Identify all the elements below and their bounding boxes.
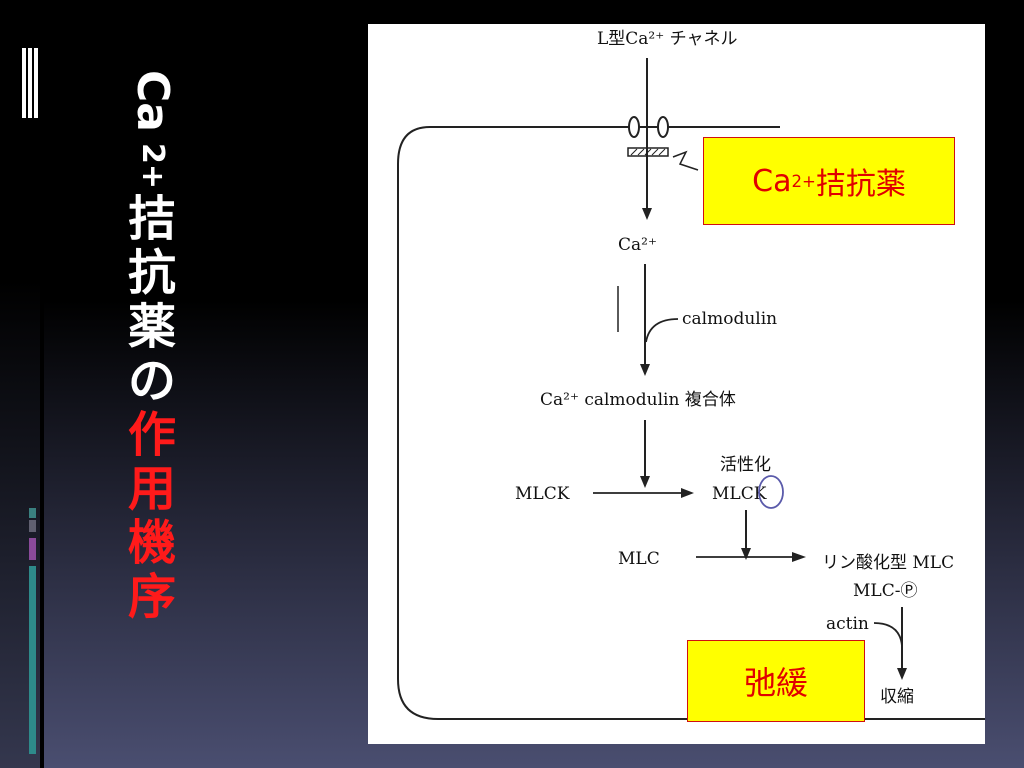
slide-title: Ca 2+ 拮 抗 薬 の 作 用 機 序 — [112, 62, 192, 624]
contraction-label: 収縮 — [880, 687, 914, 707]
relaxation-callout: 弛緩 — [687, 640, 865, 722]
mlck-highlight-circle — [758, 475, 784, 509]
deco-bar-top-3 — [34, 48, 38, 118]
channel-hatch — [630, 148, 638, 156]
title-ca: Ca — [127, 70, 178, 132]
title-char-7: 機 — [127, 515, 176, 571]
deco-bar-mid-3 — [29, 538, 36, 560]
complex-label: Ca²⁺ calmodulin 複合体 — [540, 390, 736, 410]
actin-join — [873, 622, 903, 647]
diagram-panel: L型Ca²⁺ チャネル Ca²⁺ calmodulin Ca²⁺ calmodu… — [368, 24, 985, 744]
deco-bar-mid-2 — [29, 520, 36, 532]
title-char-8: 序 — [127, 569, 176, 625]
channel-label: L型Ca²⁺ チャネル — [597, 29, 737, 49]
title-char-5: 作 — [127, 407, 176, 463]
mlcp-label: MLC-Ⓟ — [853, 581, 917, 601]
mechanism-diagram: L型Ca²⁺ チャネル Ca²⁺ calmodulin Ca²⁺ calmodu… — [397, 29, 985, 720]
antagonist-callout-rest: 拮抗薬 — [815, 167, 906, 202]
mlck-label: MLCK — [515, 484, 570, 504]
calmodulin-label: calmodulin — [682, 309, 777, 329]
deco-bar-top-2 — [28, 48, 32, 118]
title-superscript: 2+ — [135, 142, 170, 189]
actin-label: actin — [826, 614, 869, 634]
title-char-4: の — [127, 353, 176, 409]
mlck-active-label: MLCK — [712, 484, 767, 504]
channel-left-pore — [628, 116, 640, 138]
blocker-zigzag — [672, 150, 699, 171]
channel-right-pore — [657, 116, 669, 138]
mlc-label: MLC — [618, 549, 660, 569]
title-char-6: 用 — [127, 461, 176, 517]
deco-bar-top-1 — [22, 48, 26, 118]
edge-strip — [40, 0, 44, 768]
antagonist-callout-sup: 2+ — [791, 171, 816, 191]
relaxation-callout-text: 弛緩 — [743, 664, 808, 702]
cell-membrane — [397, 126, 985, 720]
phospho-label: リン酸化型 MLC — [822, 553, 954, 573]
deco-bar-mid-1 — [29, 508, 36, 518]
title-char-2: 抗 — [127, 245, 176, 301]
calmodulin-join — [645, 318, 679, 343]
antagonist-callout-ca: Ca — [752, 163, 792, 199]
deco-bar-long — [29, 566, 36, 754]
title-char-3: 薬 — [127, 299, 176, 355]
title-char-1: 拮 — [127, 191, 176, 247]
activation-label: 活性化 — [720, 455, 771, 475]
ca-label: Ca²⁺ — [618, 235, 657, 255]
